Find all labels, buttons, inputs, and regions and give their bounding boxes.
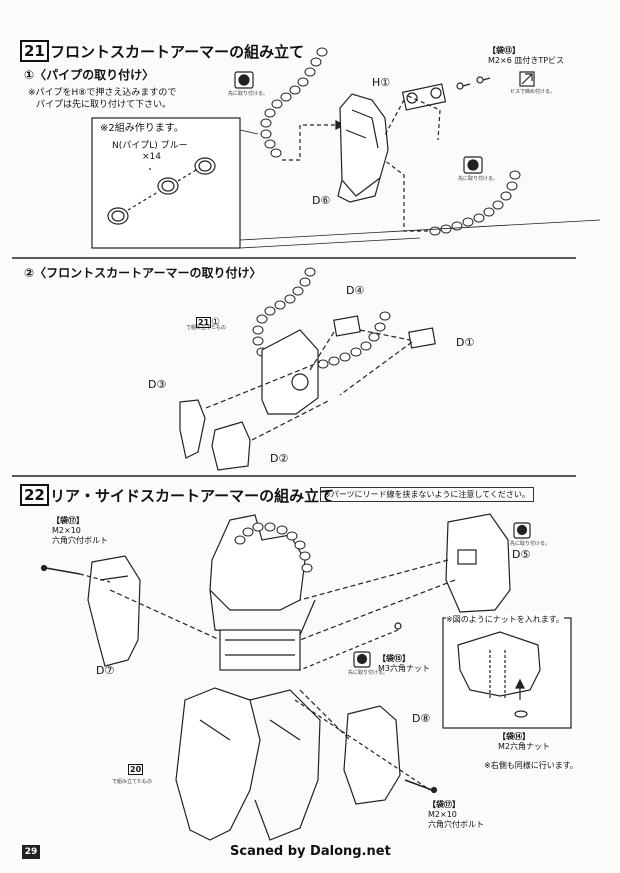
first-attach-tag-d: 先に取り付ける。 <box>348 670 389 676</box>
first-attach-tag-b: 先に取り付ける。 <box>458 176 499 182</box>
bag-15-label: 【袋⑮】 <box>378 654 410 663</box>
legs-assembly <box>175 687 321 841</box>
note-pipe-line2: パイプは先に取り付けて下さい。 <box>36 100 172 110</box>
step-21-title: フロントスカートアーマーの組み立て <box>50 43 305 61</box>
screw-icon <box>519 71 535 87</box>
screw-tag: ビスで締め付ける。 <box>510 89 556 95</box>
bag-17-top-item1: M2×10 <box>52 526 81 535</box>
nut-m3 <box>394 622 402 630</box>
skirt-assembly-step2 <box>261 329 319 415</box>
front-skirt-d6 <box>337 93 389 203</box>
bag-17-bottom-item2: 六角穴付ボルト <box>428 820 484 829</box>
pipe-part-label: N(パイプL) ブルー <box>112 141 188 151</box>
ref-21-num: 21 <box>196 317 212 328</box>
bag-17-bottom-item1: M2×10 <box>428 810 457 819</box>
step-22-title: リア・サイドスカートアーマーの組み立て <box>50 487 335 505</box>
part-d4 <box>333 315 361 337</box>
bag-13: 【袋⑬】 M2×6 皿付きTPビス <box>488 46 564 66</box>
bag-13-label: 【袋⑬】 <box>488 46 520 55</box>
bag-15-item: M3六角ナット <box>378 664 430 673</box>
first-attach-tag-c: 先に取り付ける。 <box>510 541 551 547</box>
caution-lead-wire: ※パーツにリード線を挟まないように注意してください。 <box>320 487 534 502</box>
ref-21-text: で組み立てたもの <box>186 325 227 331</box>
first-attach-icon-c <box>513 522 531 539</box>
first-attach-tag-a: 先に取り付ける。 <box>228 91 269 97</box>
label-h1: H① <box>372 76 391 89</box>
label-d1: D① <box>456 336 475 349</box>
inset-note: ※図のようにナットを入れます。 <box>446 614 564 626</box>
pipe-chain-upper <box>260 47 328 158</box>
bag-14: 【袋⑭】 M2六角ナット <box>498 732 550 752</box>
ref-20-num: 20 <box>128 764 144 775</box>
scan-credit: Scaned by Dalong.net <box>230 844 391 859</box>
part-d3 <box>179 399 206 459</box>
bag-15: 【袋⑮】 M3六角ナット <box>378 654 430 674</box>
bag-17-top-item2: 六角穴付ボルト <box>52 536 108 545</box>
substep-1-title: ①〈パイプの取り付け〉 <box>24 68 155 82</box>
note-pipe-line1: ※パイプをH⑧で押さえ込みますので <box>28 88 177 98</box>
bag-17-bottom: 【袋⑰】 M2×10 六角穴付ボルト <box>428 800 484 830</box>
guide-line-1 <box>282 124 340 161</box>
page-number: 29 <box>22 845 40 859</box>
label-d7: D⑦ <box>96 664 115 677</box>
box-note-two-sets: ※2組み作ります。 <box>100 123 184 134</box>
bag-17-top: 【袋⑰】 M2×10 六角穴付ボルト <box>52 516 108 546</box>
inset-part <box>457 631 541 718</box>
first-attach-icon-d <box>353 651 371 668</box>
torso-assembly <box>209 514 316 671</box>
label-d6: D⑥ <box>312 194 331 207</box>
part-d2 <box>211 421 251 471</box>
inset-box-shape <box>442 617 572 729</box>
bag-17-bottom-label: 【袋⑰】 <box>428 800 460 809</box>
pipe-part-count: ×14 <box>142 152 161 162</box>
step-number-21: 21 <box>20 40 49 62</box>
bag-17-top-label: 【袋⑰】 <box>52 516 84 525</box>
first-attach-icon-b <box>463 156 483 174</box>
bolt-left <box>45 567 81 575</box>
part-d1 <box>408 327 436 349</box>
bolt-right <box>404 779 433 791</box>
ref-21-circle: ① <box>211 317 221 328</box>
part-d8 <box>343 705 401 805</box>
label-d5: D⑤ <box>512 548 531 561</box>
substep-2-title: ②〈フロントスカートアーマーの取り付け〉 <box>24 266 262 280</box>
bag-14-label: 【袋⑭】 <box>498 732 530 741</box>
first-attach-icon-a <box>234 71 254 89</box>
part-d7 <box>87 555 141 667</box>
label-d2: D② <box>270 452 289 465</box>
part-d5 <box>445 513 511 613</box>
bag-14-item: M2六角ナット <box>498 742 550 751</box>
label-d8: D⑧ <box>412 712 431 725</box>
step-number-22: 22 <box>20 484 49 506</box>
label-d3: D③ <box>148 378 167 391</box>
right-side-note: ※右側も同様に行います。 <box>484 761 578 770</box>
pipe-segments <box>107 157 216 225</box>
bag-13-item: M2×6 皿付きTPビス <box>488 56 565 65</box>
connector-h1 <box>401 76 491 111</box>
label-d4: D④ <box>346 284 365 297</box>
ref-20-text: で組み立てたもの <box>112 779 153 785</box>
